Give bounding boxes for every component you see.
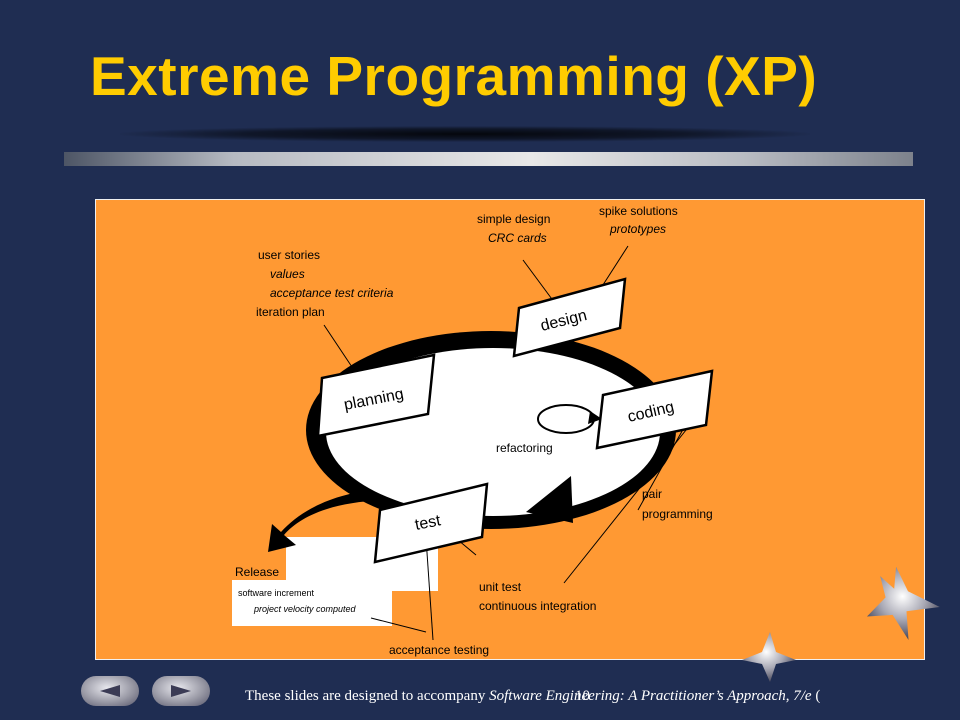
coding-box: coding <box>595 369 714 450</box>
spike-note-0: spike solutions <box>599 204 678 218</box>
slide-footer: These slides are designed to accompany S… <box>245 688 820 705</box>
release-label: Release <box>235 565 279 579</box>
refactoring-label: refactoring <box>496 441 553 455</box>
forward-arrow-icon <box>171 685 191 697</box>
footer-prefix: These slides are designed to accompany <box>245 688 490 704</box>
spike-note-1: prototypes <box>609 222 666 236</box>
design-note-1: CRC cards <box>488 231 547 245</box>
acceptance-testing-label: acceptance testing <box>389 643 489 657</box>
planning-box: planning <box>316 353 436 438</box>
design-note-0: simple design <box>477 212 550 226</box>
test-label: test <box>414 512 443 534</box>
previous-slide-button[interactable] <box>81 676 139 706</box>
refactoring-arrow <box>588 411 602 424</box>
pair-leader <box>637 423 687 511</box>
title-shadow <box>120 126 810 142</box>
release-item-0: software increment <box>238 588 315 598</box>
slide-title: Extreme Programming (XP) <box>90 45 818 107</box>
design-box: design <box>512 277 627 358</box>
footer-suffix: ( <box>811 688 821 704</box>
xp-process-diagram: planning design coding test refactoring … <box>95 199 925 660</box>
coding-note-1: programming <box>642 507 713 521</box>
release-leader <box>370 617 427 633</box>
planning-note-1: values <box>270 267 305 281</box>
footer-book-title: Software Engineering: A Practitioner’s A… <box>489 688 812 704</box>
xp-cycle-svg: planning design coding test refactoring … <box>232 204 714 657</box>
ci-leader <box>563 419 695 584</box>
page-number: 10 <box>575 688 590 704</box>
decorative-stars-icon <box>742 566 940 682</box>
back-arrow-icon <box>100 685 120 697</box>
planning-note-3: iteration plan <box>256 305 325 319</box>
test-note-0: unit test <box>479 580 522 594</box>
acceptance-leader <box>425 537 434 641</box>
title-divider-bar <box>64 152 913 166</box>
release-item-1: project velocity computed <box>253 604 357 614</box>
next-slide-button[interactable] <box>152 676 210 706</box>
planning-note-0: user stories <box>258 248 320 262</box>
coding-note-0: pair <box>642 487 662 501</box>
refactoring-loop <box>537 404 595 434</box>
release-items-box <box>232 580 392 626</box>
test-note-1: continuous integration <box>479 599 596 613</box>
test-box: test <box>373 482 489 564</box>
cycle-arrowhead <box>526 476 573 523</box>
planning-leader <box>323 324 359 377</box>
planning-note-2: acceptance test criteria <box>270 286 394 300</box>
